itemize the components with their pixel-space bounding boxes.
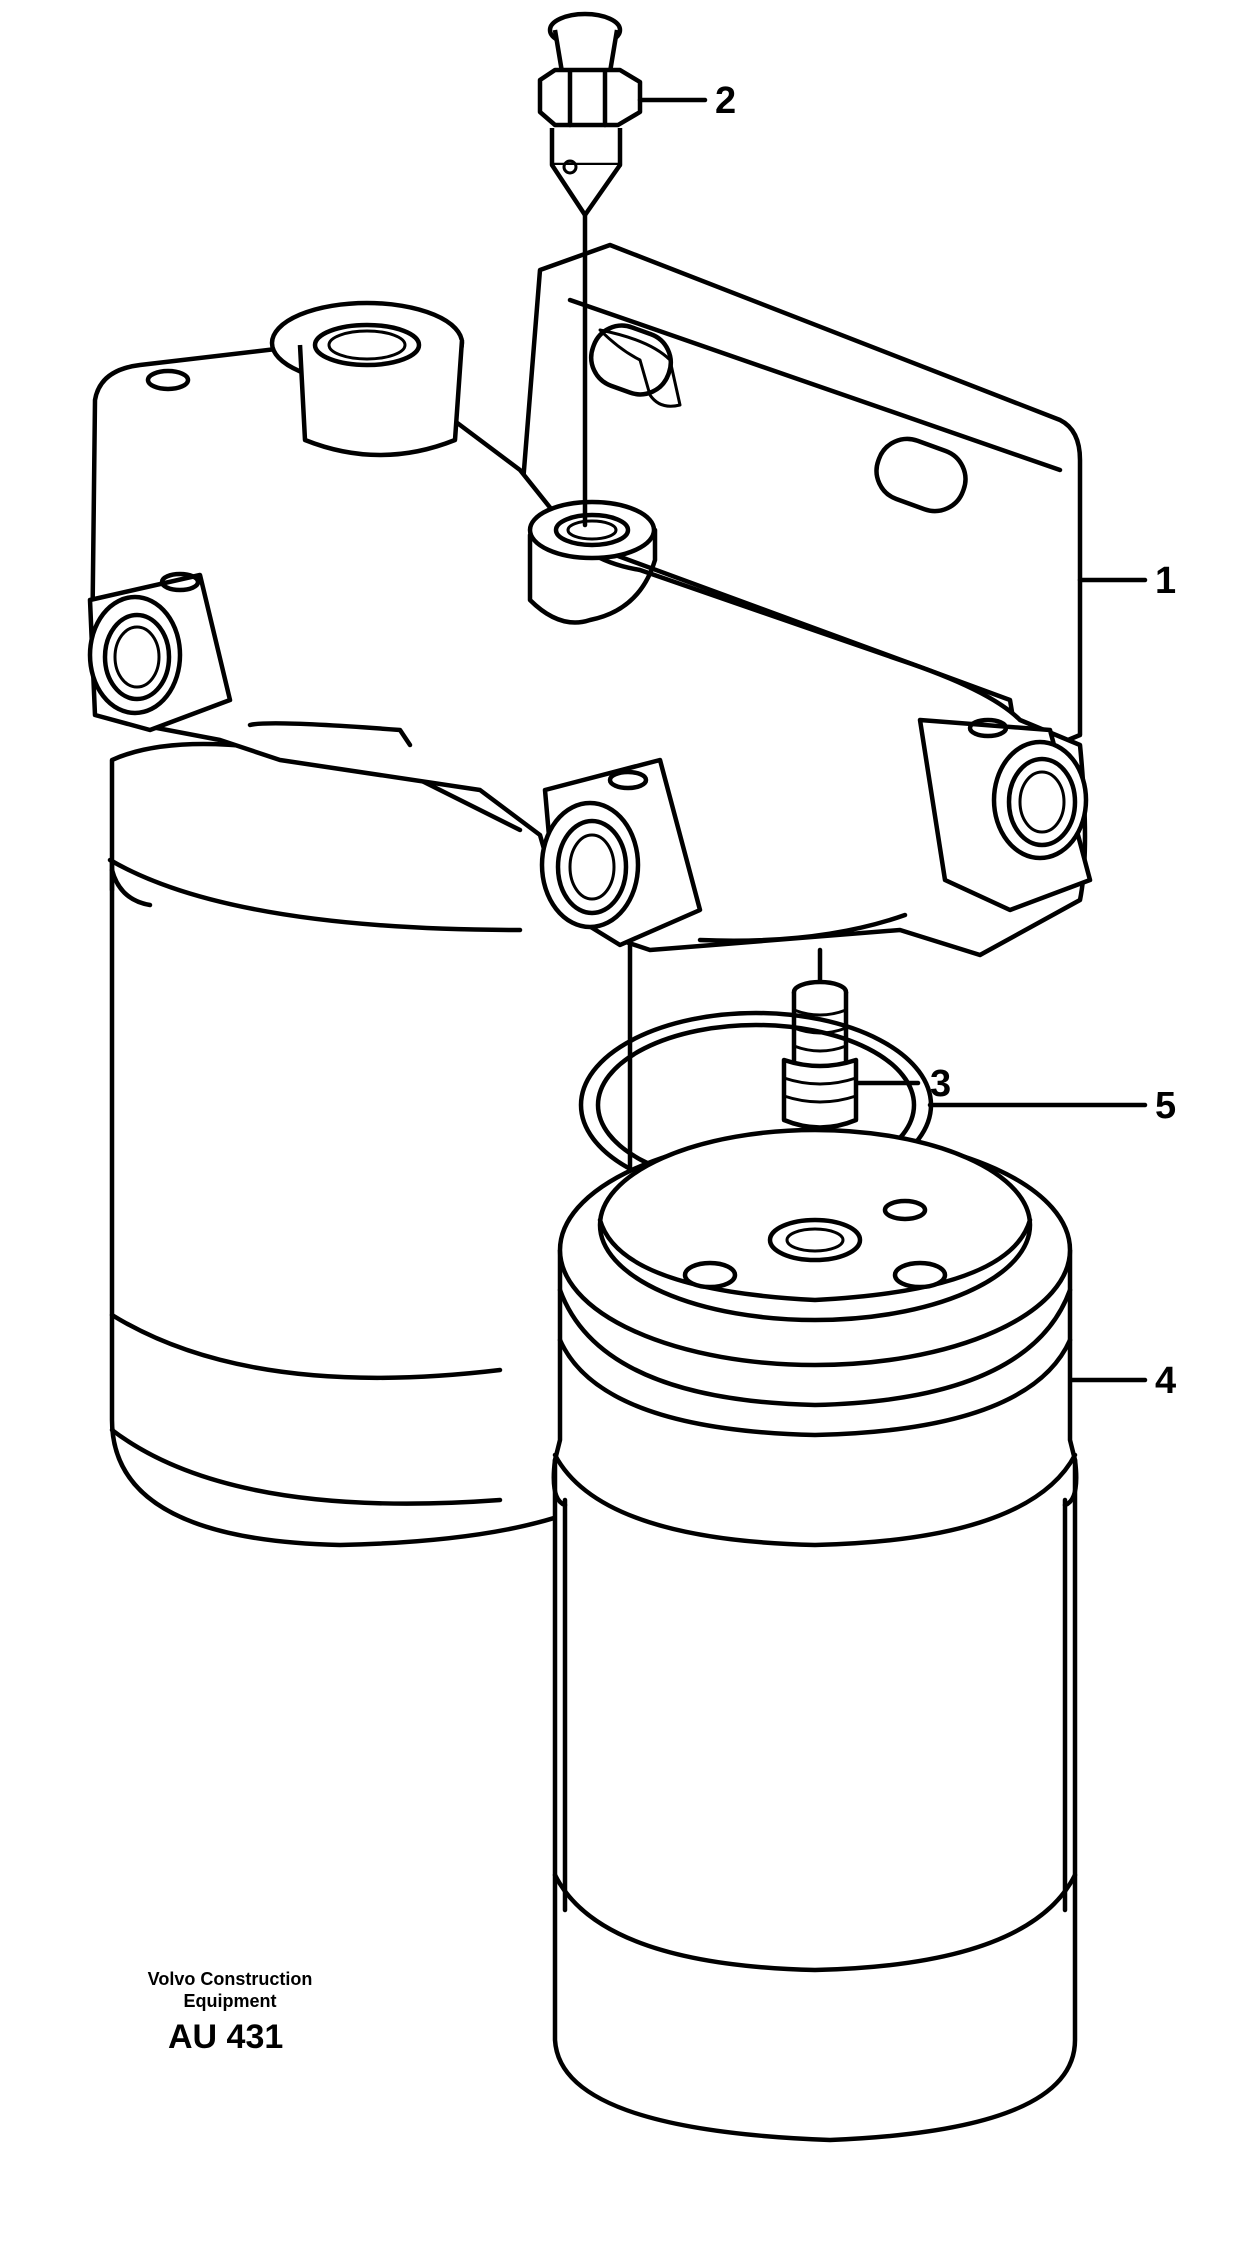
filter-head [87,300,1093,958]
callout-leaders [637,97,1148,1383]
callout-1: 1 [1155,560,1177,602]
callout-3: 3 [930,1063,952,1105]
callout-2: 2 [715,80,737,122]
drawing-code: AU 431 [168,2018,284,2056]
callout-5: 5 [1155,1085,1177,1127]
credit-line-1: Volvo Construction [147,1969,313,1989]
credit-line-2: Equipment [183,1991,277,2011]
callout-4: 4 [1155,1360,1177,1402]
vent-screw [537,11,643,528]
publisher-credit: Volvo Construction Equipment AU 431 [110,1968,350,2057]
front-filter-canister [551,1127,1079,2143]
nipple-connector [781,947,859,1248]
